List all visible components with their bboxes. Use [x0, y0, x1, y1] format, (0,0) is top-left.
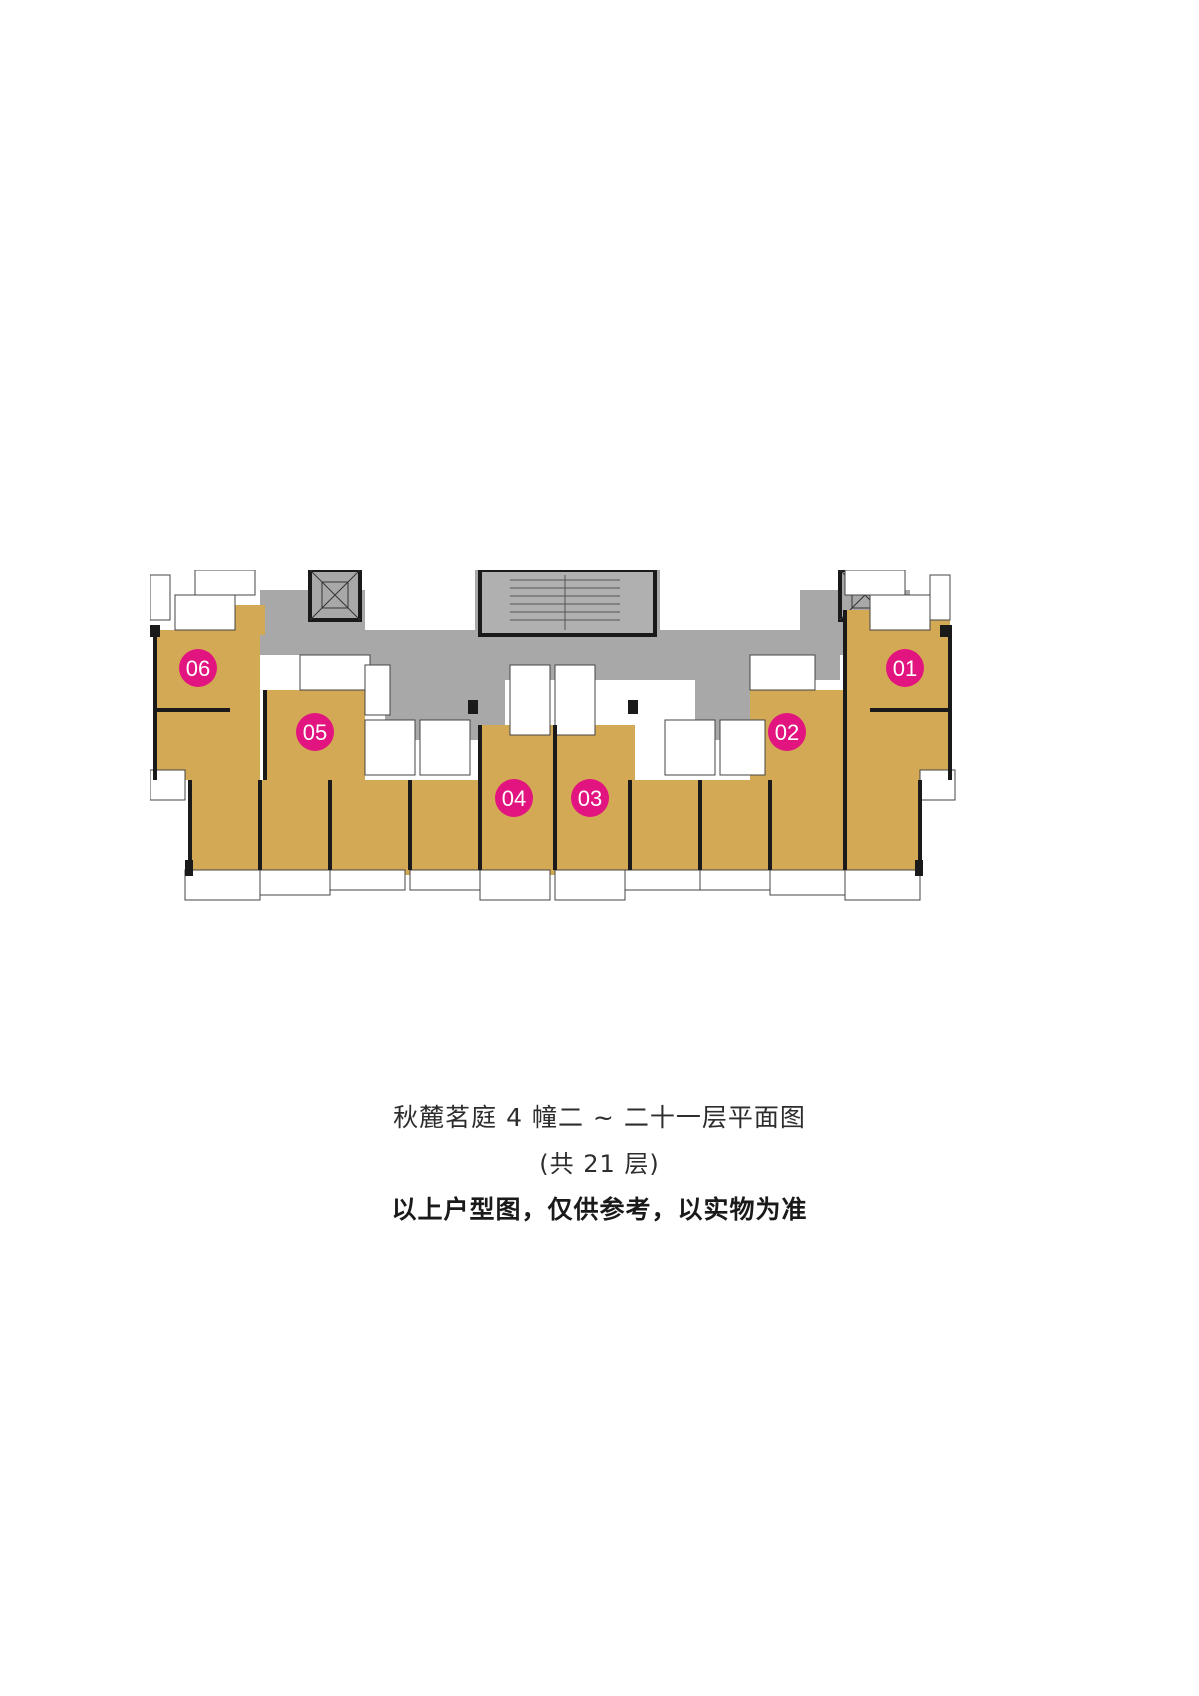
stairwell	[478, 570, 657, 637]
unit-badge-circle	[768, 713, 806, 751]
unit-badge-label: 01	[893, 656, 917, 681]
service-rooms	[150, 570, 956, 901]
unit-badge-03: 03	[571, 779, 609, 817]
unit-badge-02: 02	[768, 713, 806, 751]
unit-badge-05: 05	[296, 713, 334, 751]
unit-badges: 06 05 04 03 02 01	[179, 649, 924, 817]
unit-badge-label: 05	[303, 720, 327, 745]
wall-posts	[150, 625, 952, 876]
unit-badge-01: 01	[886, 649, 924, 687]
unit-badge-circle	[296, 713, 334, 751]
unit-badge-label: 06	[186, 656, 210, 681]
unit-badge-label: 02	[775, 720, 799, 745]
unit-badge-06: 06	[179, 649, 217, 687]
unit-badge-circle	[571, 779, 609, 817]
unit-badge-label: 04	[502, 786, 526, 811]
floor-count: (共 21 层)	[539, 1150, 660, 1178]
disclaimer: 以上户型图，仅供参考，以实物为准	[391, 1195, 808, 1224]
unit-badge-circle	[179, 649, 217, 687]
unit-badge-04: 04	[495, 779, 533, 817]
unit-badge-circle	[886, 649, 924, 687]
elevator-shaft-left	[308, 570, 362, 622]
walls	[153, 610, 952, 870]
floor-plan: 06 05 04 03 02 01	[150, 570, 956, 901]
unit-badge-label: 03	[578, 786, 602, 811]
unit-badge-circle	[495, 779, 533, 817]
plan-title: 秋麓茗庭 4 幢二 ~ 二十一层平面图	[393, 1103, 806, 1132]
